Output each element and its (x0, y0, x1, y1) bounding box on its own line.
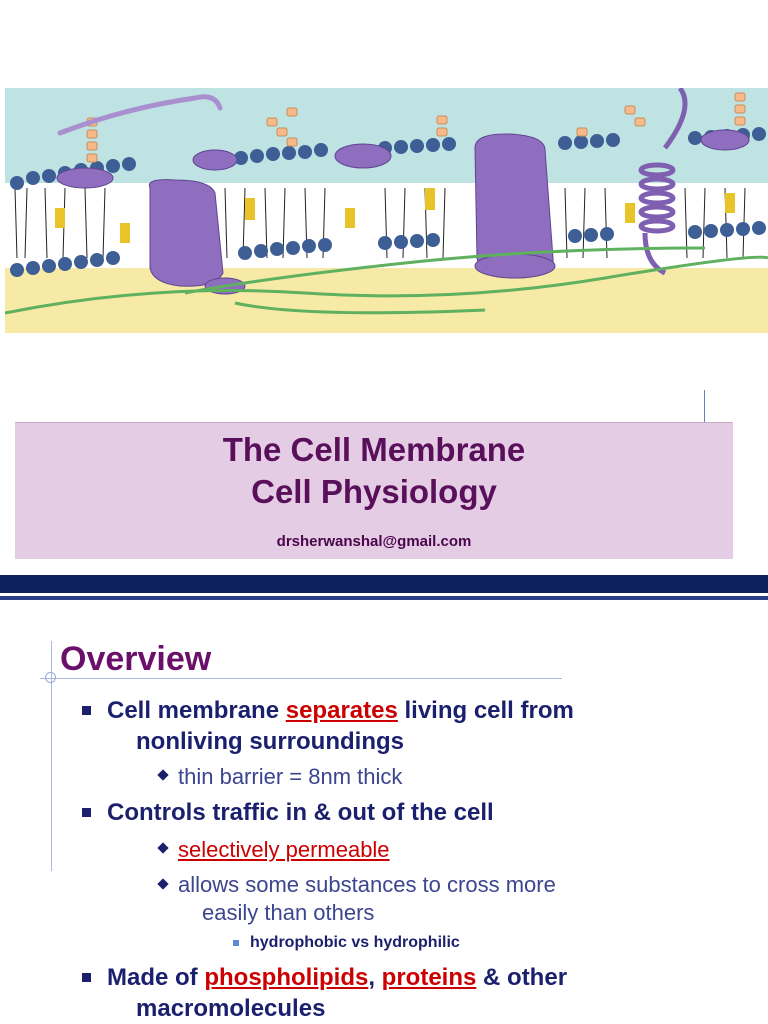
bullet-allows-substances: allows some substances to cross more (178, 872, 556, 897)
bullet-allows-substances-cont: easily than others (202, 900, 375, 925)
square-bullet-icon (82, 973, 91, 982)
emphasis-phospholipids: phospholipids (204, 964, 369, 991)
slide-divider-thin (0, 596, 768, 600)
bullet-hydrophobic: hydrophobic vs hydrophilic (250, 934, 460, 951)
square-bullet-icon (82, 706, 91, 715)
small-square-bullet-icon (233, 940, 239, 946)
slide-subtitle: Cell Physiology (251, 473, 497, 510)
bullet-thin-barrier: thin barrier = 8nm thick (178, 764, 403, 789)
text: & other (476, 964, 568, 991)
bullet-separates-cont: nonliving surroundings (136, 728, 404, 755)
emphasis-selectively-permeable: selectively permeable (178, 837, 390, 862)
text: living cell from (397, 697, 574, 724)
overview-heading: Overview (60, 640, 212, 678)
emphasis-proteins: proteins (381, 964, 477, 991)
square-bullet-icon (82, 808, 91, 817)
text: Made of (107, 964, 205, 991)
slide-title: The Cell Membrane (222, 431, 526, 468)
emphasis-separates: separates (285, 697, 398, 724)
decorative-circle (45, 672, 56, 683)
diamond-bullet-icon (157, 769, 169, 781)
bullet-separates: Cell membrane separates living cell from (107, 695, 574, 726)
overview-slide: Overview Cell membrane separates living … (0, 600, 768, 1024)
slide-divider-gap (0, 593, 768, 596)
decorative-vertical-line (51, 641, 52, 871)
cell-membrane-illustration (5, 88, 768, 333)
bullet-controls-traffic: Controls traffic in & out of the cell (107, 799, 494, 826)
title-slide: The Cell Membrane Cell Physiology drsher… (5, 88, 768, 559)
diamond-bullet-icon (157, 878, 169, 890)
bullet-selectively-permeable: selectively permeable (178, 836, 390, 864)
decorative-horizontal-line (40, 678, 562, 679)
author-email: drsherwanshal@gmail.com (276, 533, 472, 550)
slide-divider-band (0, 575, 768, 593)
bullet-made-of-cont: macromolecules (136, 995, 326, 1022)
decorative-line (704, 390, 705, 422)
bullet-made-of: Made of phospholipids, proteins & other (107, 962, 567, 993)
diamond-bullet-icon (157, 842, 169, 854)
title-box: The Cell Membrane Cell Physiology drsher… (15, 422, 733, 559)
text: Cell membrane (107, 697, 286, 724)
text: , (368, 964, 382, 991)
